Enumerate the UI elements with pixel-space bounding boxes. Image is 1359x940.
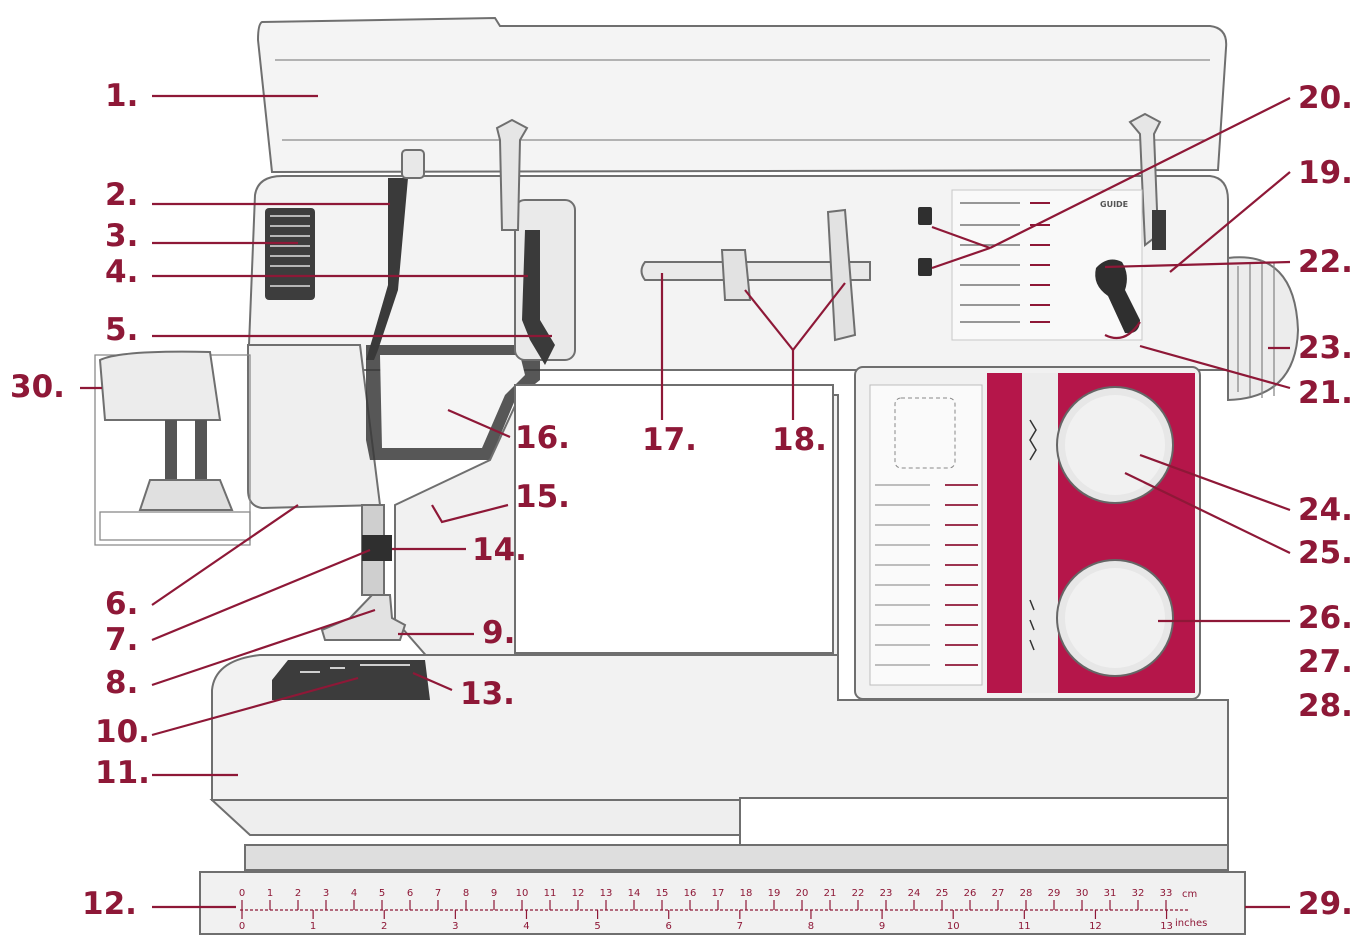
ruler-cm-label: 31	[1104, 888, 1117, 899]
presser-foot-screw	[362, 535, 392, 561]
inset-illustration	[94, 350, 251, 546]
callout-label-28: 28.	[1298, 688, 1353, 724]
ruler-cm-label: 2	[295, 888, 301, 899]
callout-label-6: 6.	[105, 586, 138, 622]
ruler-cm-label: 6	[407, 888, 413, 899]
ruler-cm-label: 32	[1132, 888, 1145, 899]
ruler-cm-label: 24	[908, 888, 921, 899]
ruler-cm-label: 15	[656, 888, 669, 899]
ruler-inch-label: 0	[239, 921, 245, 932]
callout-label-14: 14.	[472, 532, 527, 568]
ruler-cm-label: 12	[572, 888, 585, 899]
callout-label-21: 21.	[1298, 375, 1353, 411]
ruler-cm-label: 18	[740, 888, 753, 899]
ruler-inch-label: 13	[1160, 921, 1173, 932]
ruler-inch-label: 6	[666, 921, 672, 932]
ruler-cm-label: 4	[351, 888, 357, 899]
callout-label-15: 15.	[515, 479, 570, 515]
presser-foot	[320, 594, 407, 641]
ruler-cm-label: 23	[880, 888, 893, 899]
callout-label-20: 20.	[1298, 80, 1353, 116]
ruler-cm-label: 14	[628, 888, 641, 899]
ruler-cm-label: 7	[435, 888, 441, 899]
ruler	[199, 871, 1246, 935]
ruler-cm-label: 13	[600, 888, 613, 899]
ruler-cm-label: 5	[379, 888, 385, 899]
ruler-inch-label: 7	[737, 921, 743, 932]
callout-label-27: 27.	[1298, 644, 1353, 680]
callout-label-30: 30.	[10, 369, 65, 405]
ruler-inch-label: 5	[594, 921, 600, 932]
callout-label-23: 23.	[1298, 330, 1353, 366]
callout-label-18: 18.	[772, 422, 827, 458]
ruler-inch-label: 11	[1018, 921, 1031, 932]
thread-channel	[366, 178, 408, 360]
stitch-guide-title: GUIDE	[1100, 200, 1128, 209]
callout-label-9: 9.	[482, 615, 515, 651]
ruler-cm-label: 0	[239, 888, 245, 899]
lid	[256, 16, 1228, 174]
ruler-inch-label: 10	[947, 921, 960, 932]
ruler-inch-label: 8	[808, 921, 814, 932]
ruler-cm-label: 33	[1160, 888, 1173, 899]
callout-label-3: 3.	[105, 218, 138, 254]
callout-label-8: 8.	[105, 665, 138, 701]
leader-lines	[80, 94, 1291, 909]
ruler-inch-unit: inches	[1175, 918, 1207, 929]
ruler-inch-label: 9	[879, 921, 885, 932]
ruler-cm-label: 29	[1048, 888, 1061, 899]
callout-label-10: 10.	[95, 714, 150, 750]
ruler-cm-label: 9	[491, 888, 497, 899]
ruler-cm-label: 27	[992, 888, 1005, 899]
ruler-cm-label: 10	[516, 888, 529, 899]
callout-label-4: 4.	[105, 254, 138, 290]
callout-label-22: 22.	[1298, 244, 1353, 280]
callout-label-7: 7.	[105, 622, 138, 658]
needle-head	[247, 344, 382, 510]
stitch-selector-knob	[1095, 259, 1140, 334]
ruler-cm-label: 26	[964, 888, 977, 899]
sewing-machine-illustration: GUIDE	[94, 16, 1300, 935]
ruler-cm-label: 25	[936, 888, 949, 899]
ruler-inch-label: 2	[381, 921, 387, 932]
machine-base	[211, 654, 1229, 801]
ruler-cm-label: 11	[544, 888, 557, 899]
ruler-cm-label: 8	[463, 888, 469, 899]
callout-labels: 1. 2. 3. 4. 5. 6. 7. 8. 9. 10. 11. 12. 1…	[10, 78, 1353, 922]
callout-label-24: 24.	[1298, 492, 1353, 528]
ruler-cm-label: 28	[1020, 888, 1033, 899]
callout-label-25: 25.	[1298, 535, 1353, 571]
callout-label-29: 29.	[1298, 886, 1353, 922]
ruler-inch-label: 1	[310, 921, 316, 932]
ruler-cm-label: 19	[768, 888, 781, 899]
callout-label-1: 1.	[105, 78, 138, 114]
ruler-cm-label: 1	[267, 888, 273, 899]
ruler-cm-label: 21	[824, 888, 837, 899]
ruler-inch-label: 12	[1089, 921, 1102, 932]
callout-label-16: 16.	[515, 420, 570, 456]
callout-label-11: 11.	[95, 755, 150, 791]
callout-label-17: 17.	[642, 422, 697, 458]
callout-label-5: 5.	[105, 312, 138, 348]
ruler-inch-label: 3	[452, 921, 458, 932]
callout-label-26: 26.	[1298, 600, 1353, 636]
ruler-cm-label: 20	[796, 888, 809, 899]
callout-label-19: 19.	[1298, 155, 1353, 191]
ruler-cm-label: 22	[852, 888, 865, 899]
callout-label-12: 12.	[82, 886, 137, 922]
ruler-cm-label: 30	[1076, 888, 1089, 899]
ruler-cm-label: 16	[684, 888, 697, 899]
ruler-cm-unit: cm	[1182, 889, 1197, 900]
callout-label-2: 2.	[105, 177, 138, 213]
ruler-inch-label: 4	[523, 921, 529, 932]
ruler-cm-label: 3	[323, 888, 329, 899]
callout-label-13: 13.	[460, 676, 515, 712]
ruler-cm-label: 17	[712, 888, 725, 899]
